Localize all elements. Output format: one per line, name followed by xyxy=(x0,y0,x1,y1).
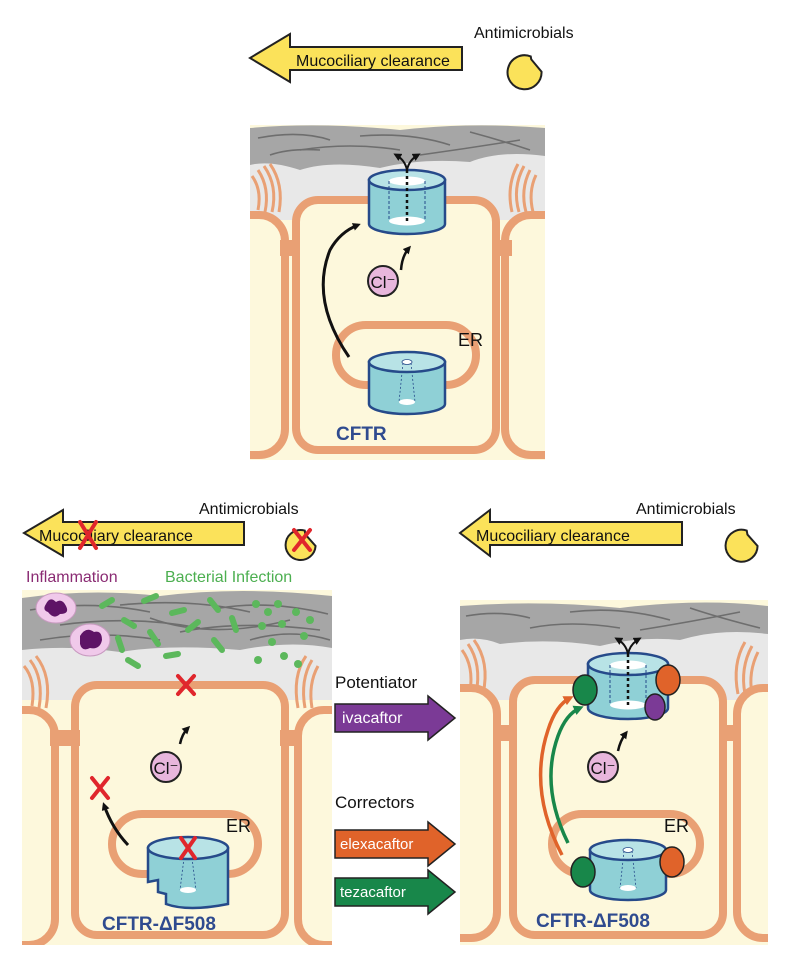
bacteria-cocci xyxy=(252,600,314,668)
potentiator-heading: Potentiator xyxy=(335,673,418,692)
x-mark-icon xyxy=(292,528,312,552)
panel-healthy: Mucociliary clearance Antimicrobials xyxy=(248,25,574,460)
ivacaftor-label: ivacaftor xyxy=(342,710,403,727)
chloride-label: Cl⁻ xyxy=(153,759,178,778)
mucociliary-clearance-arrow: Mucociliary clearance xyxy=(248,32,463,84)
tezacaftor-binding-icon xyxy=(570,856,596,888)
mucociliary-clearance-arrow: Mucociliary clearance xyxy=(22,508,245,558)
tezacaftor-arrow: tezacaftor xyxy=(334,868,457,916)
cftr-misfolded-channel xyxy=(146,835,230,910)
pacman-icon xyxy=(724,528,759,563)
antimicrobials-label: Antimicrobials xyxy=(199,501,299,518)
cftr-channel-er xyxy=(367,350,447,416)
tezacaftor-binding-icon xyxy=(572,674,598,706)
chloride-ion-icon xyxy=(367,265,399,297)
chloride-ion-icon xyxy=(587,751,619,783)
mucociliary-label: Mucociliary clearance xyxy=(476,528,630,545)
elexacaftor-trafficking-arrow xyxy=(538,696,574,856)
cftr-channel-membrane xyxy=(367,153,447,236)
inflammation-label: Inflammation xyxy=(26,569,118,586)
infection-label: Bacterial Infection xyxy=(165,569,292,586)
tezacaftor-trafficking-arrow xyxy=(549,705,584,844)
antimicrobials-label: Antimicrobials xyxy=(636,501,736,518)
drug-legend: Potentiator ivacaftor Correctors elexaca… xyxy=(334,673,457,916)
protein-label: CFTR-ΔF508 xyxy=(102,914,216,935)
chloride-label: Cl⁻ xyxy=(370,273,395,292)
trafficking-arrow xyxy=(321,223,361,358)
ivacaftor-arrow: ivacaftor xyxy=(334,694,457,742)
panel-cf: Mucociliary clearance Antimicrobials Inf… xyxy=(22,501,332,945)
er-label: ER xyxy=(664,816,689,836)
protein-label: CFTR-ΔF508 xyxy=(536,911,650,932)
er-label: ER xyxy=(226,816,251,836)
x-mark-icon xyxy=(90,776,110,800)
cftr-corrected-channel-er xyxy=(570,838,685,902)
cftr-corrected-channel-membrane xyxy=(572,637,681,721)
elexacaftor-label: elexacaftor xyxy=(340,836,413,853)
mucociliary-label: Mucociliary clearance xyxy=(296,53,450,70)
elexacaftor-binding-icon xyxy=(659,846,685,878)
panel-treated: Mucociliary clearance Antimicrobials xyxy=(458,501,768,945)
elexacaftor-binding-icon xyxy=(655,664,681,696)
tezacaftor-label: tezacaftor xyxy=(340,884,406,901)
elexacaftor-arrow: elexacaftor xyxy=(334,820,457,868)
bacteria-rods xyxy=(99,593,239,669)
antimicrobials-label: Antimicrobials xyxy=(474,25,574,42)
neutrophil-icon xyxy=(35,592,77,624)
correctors-heading: Correctors xyxy=(335,793,414,812)
mucociliary-clearance-arrow: Mucociliary clearance xyxy=(458,507,683,559)
x-mark-icon xyxy=(78,520,98,550)
mucociliary-label: Mucociliary clearance xyxy=(39,528,193,545)
x-mark-icon xyxy=(176,674,196,696)
ivacaftor-binding-icon xyxy=(644,693,666,721)
pacman-icon xyxy=(506,54,543,91)
chloride-ion-icon xyxy=(150,751,182,783)
neutrophil-icon xyxy=(69,623,111,657)
er-label: ER xyxy=(458,330,483,350)
chloride-label: Cl⁻ xyxy=(590,759,615,778)
protein-label: CFTR xyxy=(336,424,387,445)
